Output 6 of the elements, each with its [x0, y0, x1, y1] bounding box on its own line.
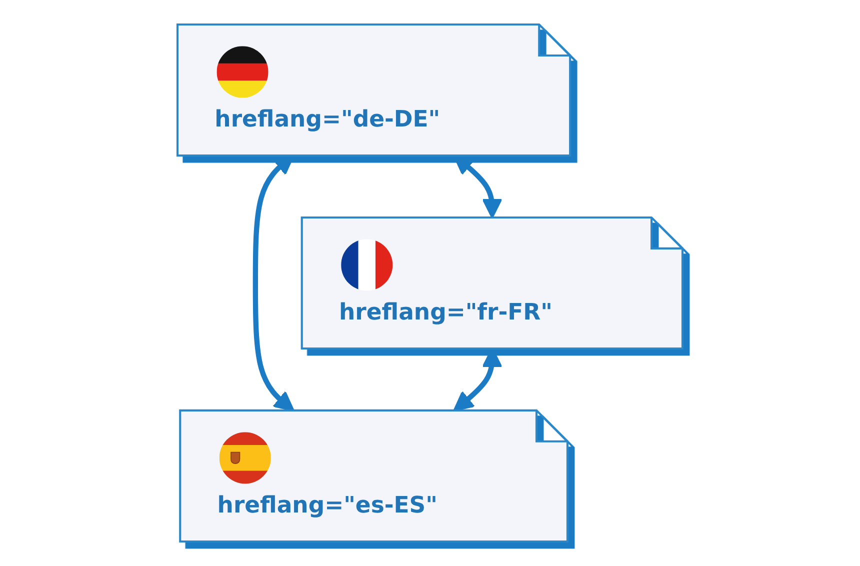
- node-label: hreflang="de-DE": [214, 106, 440, 135]
- double-arrow: [453, 154, 502, 218]
- double-arrow: [252, 154, 294, 412]
- node-label: hreflang="es-ES": [217, 492, 438, 521]
- node-label: hreflang="fr-FR": [339, 299, 552, 328]
- double-arrow: [453, 348, 502, 412]
